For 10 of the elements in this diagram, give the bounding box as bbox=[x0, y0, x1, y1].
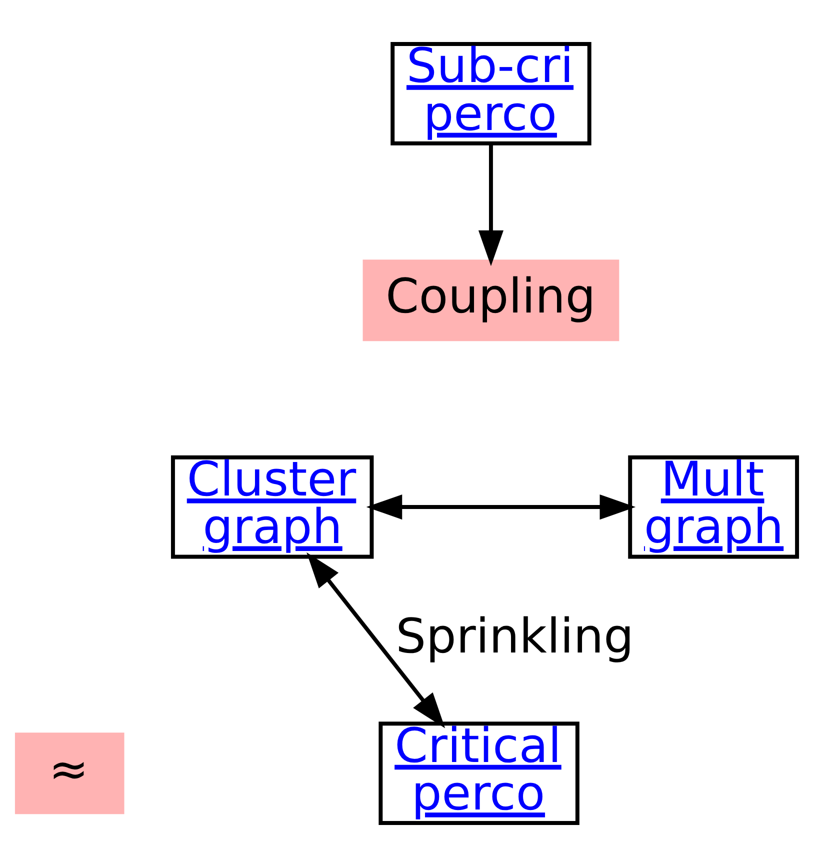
arrow bbox=[306, 552, 446, 728]
node-box: Sub-cri perco bbox=[390, 41, 592, 145]
edge-label: Sprinkling bbox=[396, 609, 634, 664]
arrow bbox=[366, 494, 636, 520]
node-box: ≈ bbox=[14, 732, 124, 814]
arrow bbox=[478, 143, 504, 266]
node-box: Mult graph bbox=[628, 454, 800, 558]
node-box: Coupling bbox=[362, 259, 620, 341]
node-box: Cluster graph bbox=[170, 454, 374, 558]
node-box: Critical perco bbox=[378, 721, 580, 825]
